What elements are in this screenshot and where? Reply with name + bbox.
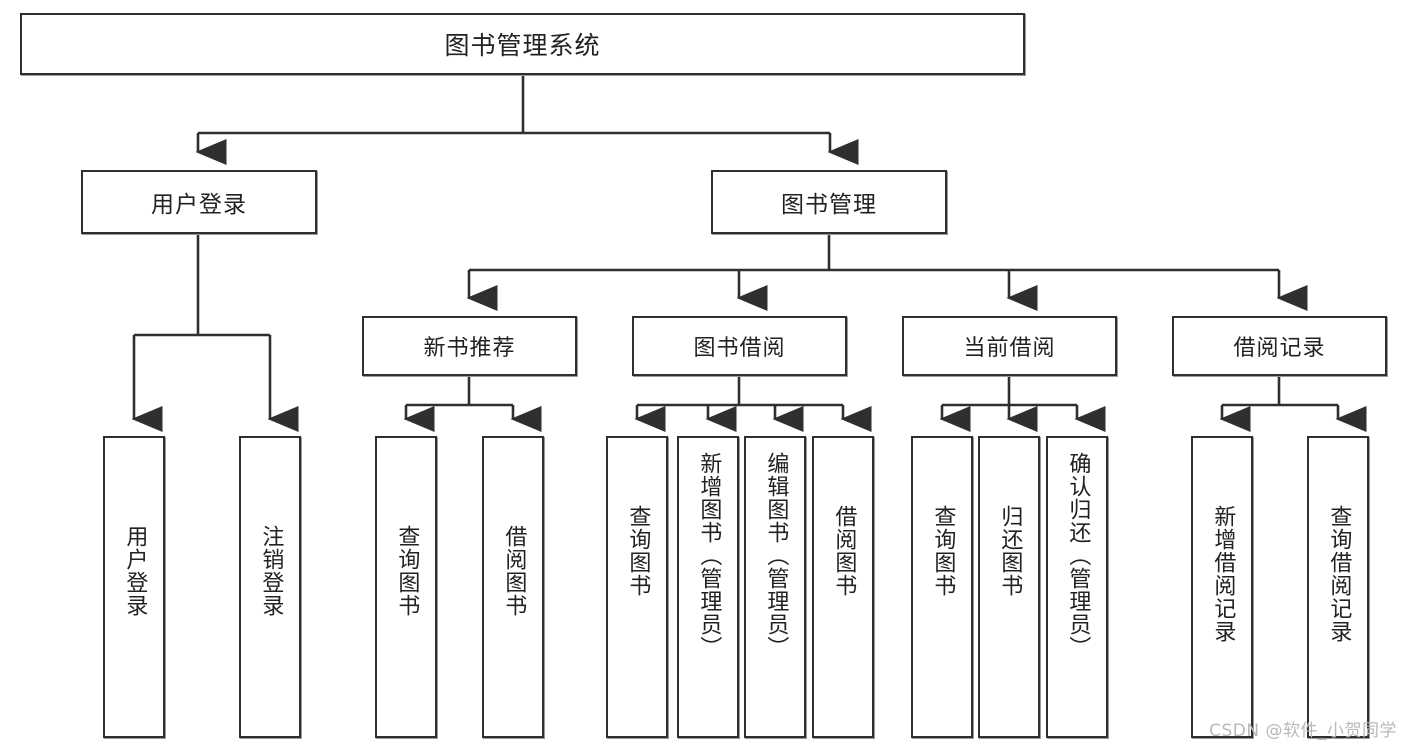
node-label: 新增借阅记录 [1210, 505, 1236, 643]
leaf-current-query-book[interactable]: 查询图书 [911, 436, 973, 738]
node-book-borrow[interactable]: 图书借阅 [632, 316, 847, 376]
node-label: 用户登录 [151, 192, 247, 218]
node-label: 归还图书 [997, 505, 1023, 597]
leaf-borrow-do-borrow-book[interactable]: 借阅图书 [812, 436, 874, 738]
leaf-user-login[interactable]: 用户登录 [103, 436, 165, 738]
node-label: 编辑图书（管理员） [763, 452, 789, 659]
node-current-borrow[interactable]: 当前借阅 [902, 316, 1117, 376]
leaf-recommend-query-book[interactable]: 查询图书 [375, 436, 437, 738]
node-label: 新增图书（管理员） [696, 452, 722, 659]
node-new-book-recommend[interactable]: 新书推荐 [362, 316, 577, 376]
csdn-watermark: CSDN @软件_小贺同学 [1209, 721, 1397, 741]
node-label: 查询图书 [394, 525, 420, 617]
leaf-current-confirm-return-admin[interactable]: 确认归还（管理员） [1046, 436, 1108, 738]
node-label: 图书管理系统 [444, 31, 601, 60]
node-label: 查询图书 [930, 505, 956, 597]
leaf-borrow-add-book-admin[interactable]: 新增图书（管理员） [677, 436, 739, 738]
node-root-system[interactable]: 图书管理系统 [20, 13, 1025, 75]
node-label: 查询图书 [625, 505, 651, 597]
leaf-borrow-edit-book-admin[interactable]: 编辑图书（管理员） [744, 436, 806, 738]
node-label: 图书借阅 [693, 336, 786, 361]
node-label: 查询借阅记录 [1326, 505, 1352, 643]
node-label: 用户登录 [122, 525, 148, 617]
leaf-record-add-borrow-record[interactable]: 新增借阅记录 [1191, 436, 1253, 738]
node-label: 新书推荐 [423, 336, 516, 361]
leaf-record-query-borrow-record[interactable]: 查询借阅记录 [1307, 436, 1369, 738]
leaf-recommend-borrow-book[interactable]: 借阅图书 [482, 436, 544, 738]
node-label: 图书管理 [781, 192, 877, 218]
node-user-login[interactable]: 用户登录 [81, 170, 317, 234]
node-book-manage[interactable]: 图书管理 [711, 170, 947, 234]
node-label: 借阅图书 [501, 525, 527, 617]
node-label: 当前借阅 [963, 336, 1056, 361]
node-label: 确认归还（管理员） [1065, 452, 1091, 659]
node-borrow-record[interactable]: 借阅记录 [1172, 316, 1387, 376]
leaf-borrow-query-book[interactable]: 查询图书 [606, 436, 668, 738]
leaf-logout[interactable]: 注销登录 [239, 436, 301, 738]
node-label: 借阅记录 [1233, 336, 1326, 361]
node-label: 注销登录 [258, 525, 284, 617]
leaf-current-return-book[interactable]: 归还图书 [978, 436, 1040, 738]
node-label: 借阅图书 [831, 505, 857, 597]
